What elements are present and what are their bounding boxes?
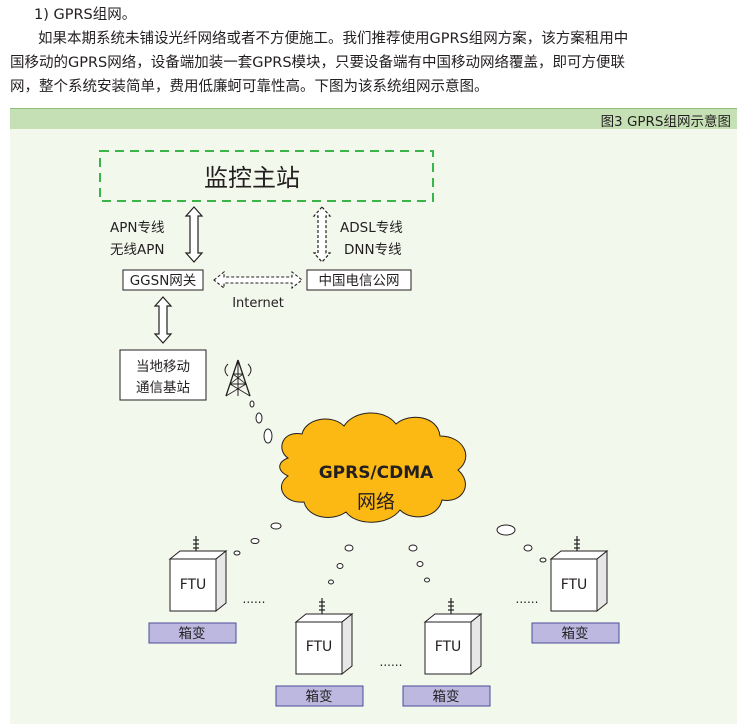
telecom-label: 中国电信公网 bbox=[319, 273, 400, 289]
ftu-4-antenna-icon bbox=[573, 535, 581, 553]
base-station-box bbox=[119, 349, 207, 401]
wireless-apn-label: 无线APN bbox=[110, 242, 164, 258]
base-station-label-2: 通信基站 bbox=[136, 379, 190, 396]
ggsn-base-arrow bbox=[153, 296, 173, 344]
box-3 bbox=[402, 685, 491, 707]
apn-arrow bbox=[184, 206, 204, 263]
paragraph-line-3: 网，整个系统安装简单，费用低廉蚵可靠性高。下图为该系统组网示意图。 bbox=[10, 79, 489, 95]
cloud-label-1: GPRS/CDMA bbox=[319, 463, 434, 483]
ellipsis-right: ...... bbox=[516, 592, 539, 606]
base-station-label-1: 当地移动 bbox=[136, 359, 190, 375]
ftu-3-antenna-icon bbox=[447, 597, 455, 615]
master-station-label: 监控主站 bbox=[204, 164, 300, 192]
signal-bubbles-tower bbox=[249, 400, 273, 444]
ftu-1-antenna-icon bbox=[192, 535, 200, 553]
gprs-cloud bbox=[279, 412, 467, 523]
figure-caption: 图3 GPRS组网示意图 bbox=[600, 114, 731, 130]
box-2-label: 箱变 bbox=[306, 689, 333, 705]
paragraph-line-1: 如果本期系统未铺设光纤网络或者不方便施工。我们推荐使用GPRS组网方案，该方案租… bbox=[38, 31, 629, 47]
box-4 bbox=[531, 622, 620, 644]
box-1-label: 箱变 bbox=[179, 626, 206, 642]
box-2 bbox=[275, 685, 364, 707]
signal-bubbles-ftu bbox=[233, 522, 547, 585]
adsl-arrow bbox=[312, 206, 332, 263]
ellipsis-left: ...... bbox=[243, 592, 266, 606]
ftu-3-label: FTU bbox=[435, 639, 462, 655]
tower-icon bbox=[224, 359, 252, 397]
figure-caption-bar: 图3 GPRS组网示意图 bbox=[10, 108, 737, 130]
internet-arrow bbox=[213, 270, 303, 290]
telecom-box bbox=[306, 269, 412, 291]
section-heading: 1) GPRS组网。 bbox=[34, 7, 137, 23]
ftu-2-label: FTU bbox=[306, 639, 333, 655]
master-station-box bbox=[99, 150, 434, 202]
ellipsis-center: ...... bbox=[380, 655, 403, 669]
internet-label: Internet bbox=[232, 296, 284, 311]
dnn-line-label: DNN专线 bbox=[344, 242, 402, 258]
paragraph-line-2: 国移动的GPRS网络，设备端加装一套GPRS模块，只要设备端有中国移动网络覆盖，… bbox=[10, 55, 626, 71]
box-4-label: 箱变 bbox=[562, 626, 589, 642]
ftu-4-label: FTU bbox=[561, 577, 588, 593]
cloud-label-2: 网络 bbox=[357, 491, 395, 513]
ggsn-box bbox=[122, 269, 204, 291]
ggsn-label: GGSN网关 bbox=[130, 273, 197, 289]
box-3-label: 箱变 bbox=[433, 689, 460, 705]
box-1 bbox=[148, 622, 237, 644]
adsl-line-label: ADSL专线 bbox=[340, 220, 403, 236]
apn-line-label: APN专线 bbox=[110, 220, 164, 236]
ftu-2-antenna-icon bbox=[318, 597, 326, 615]
ftu-1-label: FTU bbox=[180, 577, 207, 593]
